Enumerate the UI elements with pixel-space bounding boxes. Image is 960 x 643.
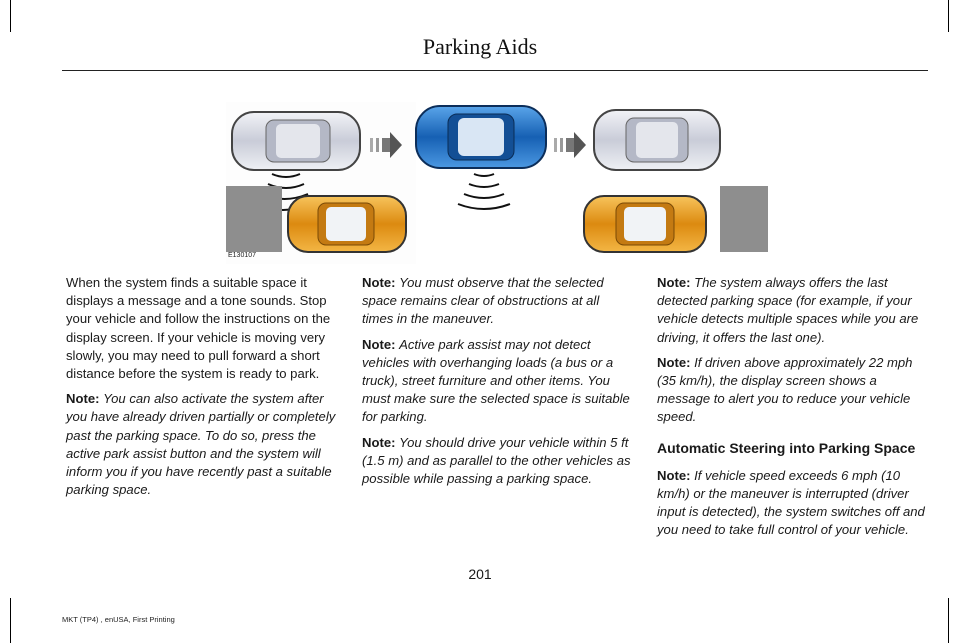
- note-label: Note:: [362, 434, 396, 450]
- gray-car-icon: [593, 109, 721, 171]
- note: Note: You should drive your vehicle with…: [362, 434, 634, 489]
- note-text: You should drive your vehicle within 5 f…: [362, 434, 631, 487]
- parking-illustration: [226, 102, 768, 264]
- note-label: Note:: [657, 354, 691, 370]
- gray-car-icon: [231, 111, 361, 171]
- note-label: Note:: [657, 275, 691, 290]
- curb: [720, 186, 768, 252]
- text-column-1: When the system finds a suitable space i…: [66, 274, 338, 506]
- note: Note: Active park assist may not detect …: [362, 336, 634, 427]
- crop-mark: [948, 0, 949, 32]
- note-text: If vehicle speed exceeds 6 mph (10 km/h)…: [657, 467, 925, 538]
- note-label: Note:: [657, 467, 691, 483]
- note-text: You must observe that the selected space…: [362, 275, 604, 327]
- note-text: If driven above approximately 22 mph (35…: [657, 354, 913, 425]
- paragraph: When the system finds a suitable space i…: [66, 275, 331, 382]
- note: Note: You must observe that the selected…: [362, 274, 634, 329]
- note: Note: The system always offers the last …: [657, 274, 929, 347]
- note: Note: You can also activate the system a…: [66, 390, 338, 499]
- crop-mark: [10, 0, 11, 32]
- arrow-right-icon: [370, 132, 402, 158]
- orange-car-icon: [583, 195, 707, 253]
- note: Note: If vehicle speed exceeds 6 mph (10…: [657, 467, 929, 540]
- header-rule: [62, 70, 928, 71]
- section-heading: Automatic Steering into Parking Space: [657, 439, 916, 456]
- crop-mark: [948, 598, 949, 643]
- blue-car-icon: [415, 105, 547, 169]
- note-text: You can also activate the system after y…: [66, 391, 336, 498]
- note-text: Active park assist may not detect vehicl…: [362, 336, 630, 425]
- page-title: Parking Aids: [422, 34, 538, 59]
- arrow-right-icon: [554, 132, 586, 158]
- crop-mark: [10, 598, 11, 643]
- note-text: The system always offers the last detect…: [657, 275, 919, 345]
- orange-car-icon: [287, 195, 407, 253]
- note-label: Note:: [66, 391, 100, 407]
- note-label: Note:: [362, 275, 396, 290]
- curb: [226, 186, 282, 252]
- figure-id: E130107: [228, 252, 257, 259]
- text-column-3: Note: The system always offers the last …: [657, 274, 929, 547]
- footer-text: MKT (TP4) , enUSA, First Printing: [62, 615, 175, 624]
- sensor-waves-icon: [457, 173, 511, 210]
- text-column-2: Note: You must observe that the selected…: [362, 274, 634, 495]
- note-label: Note:: [362, 336, 396, 352]
- page-number: 201: [468, 566, 492, 582]
- note: Note: If driven above approximately 22 m…: [657, 354, 929, 427]
